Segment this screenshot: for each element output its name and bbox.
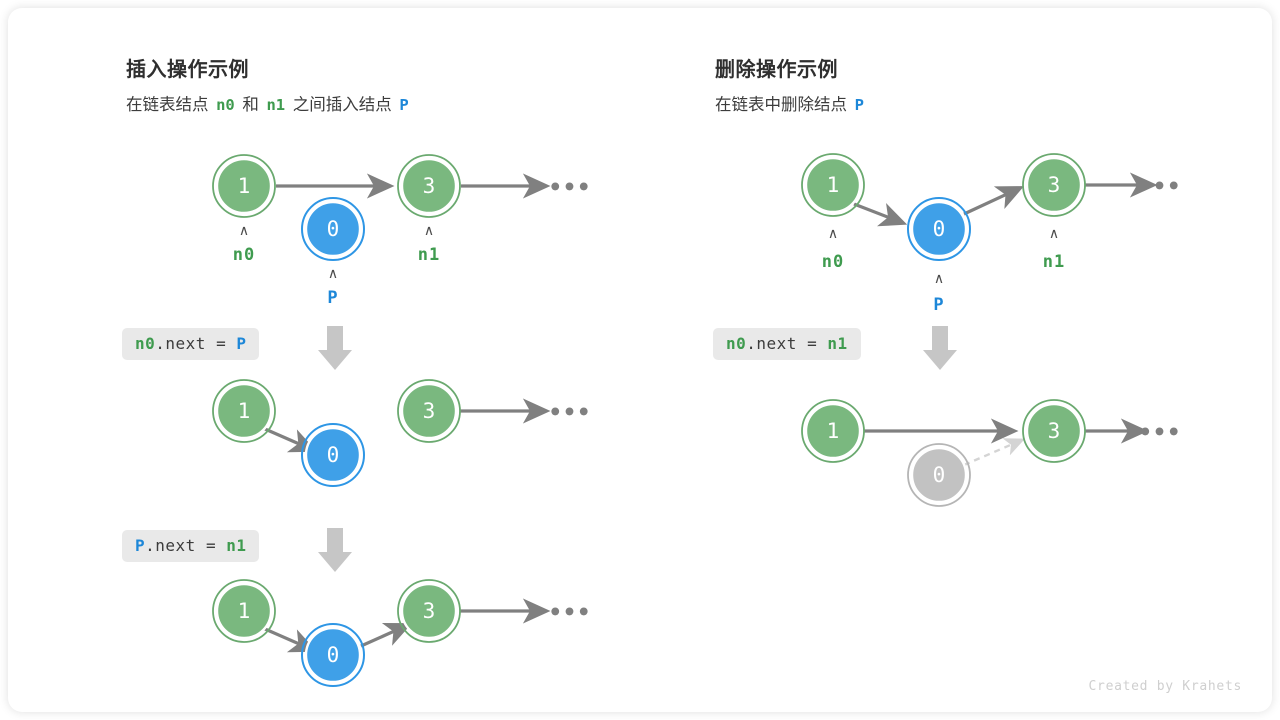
node-row2-deleted-value-0: 0	[907, 443, 971, 507]
subtitle-token-p: P	[854, 96, 864, 114]
node-value: 1	[827, 173, 840, 197]
node-row2-value-3: 3	[1022, 399, 1086, 463]
caret-n0: ∧	[828, 225, 838, 241]
pointer-label-n0: n0	[233, 245, 255, 265]
delete-panel-title: 删除操作示例	[715, 59, 838, 81]
code-token-n0: n0	[135, 334, 156, 353]
node-value: 0	[933, 217, 946, 241]
ellipsis-row-3: •••	[549, 601, 592, 626]
node-value: 1	[238, 399, 251, 423]
node-value: 0	[327, 217, 340, 241]
ellipsis-row-1: •••	[1139, 175, 1182, 200]
node-n1-value-3: 3	[397, 154, 461, 218]
node-value: 0	[933, 463, 946, 487]
edge-n0-to-p-row2	[264, 427, 318, 453]
pointer-label-n1: n1	[1043, 252, 1065, 272]
edge-n0-to-p	[853, 202, 908, 227]
code-token-n1: n1	[827, 334, 848, 353]
node-row3-value-0: 0	[301, 623, 365, 687]
pointer-label-n1: n1	[418, 245, 440, 265]
node-value: 3	[423, 174, 436, 198]
subtitle-text-2: 和	[242, 96, 259, 114]
delete-rows: 1 ∧ n0 0 ∧ P 3 ∧ n1 •••	[801, 153, 1182, 507]
code-token-p-2: P	[135, 536, 146, 555]
code-chip-n0-next-n1: n0.next = n1	[713, 328, 861, 360]
insert-row-initial: 1 ∧ n0 0 ∧ P 3 ∧ n1 •••	[212, 154, 592, 687]
insert-panel-subtitle: 在链表结点 n0 和 n1 之间插入结点 P	[126, 91, 412, 115]
caret-n0: ∧	[239, 222, 249, 238]
code-chip-p-next-n1: P.next = n1	[122, 530, 260, 562]
subtitle-token-n0: n0	[216, 96, 235, 114]
credit-text: Created by Krahets	[1088, 679, 1242, 694]
node-p-value-0: 0	[907, 197, 971, 261]
node-row3-value-3: 3	[397, 579, 461, 643]
code-token-assign-1: .next =	[155, 334, 237, 353]
code-token-assign: .next =	[746, 334, 828, 353]
ellipsis-row-2: •••	[1139, 421, 1182, 446]
node-value: 3	[423, 599, 436, 623]
step-down-arrow-1	[318, 326, 352, 370]
caret-n1: ∧	[1049, 225, 1059, 241]
node-value: 0	[327, 443, 340, 467]
node-value: 3	[1048, 173, 1061, 197]
caret-p: ∧	[328, 265, 338, 281]
subtitle-token-n1: n1	[266, 96, 286, 114]
code-chip-n0-next-p: n0.next = P	[122, 328, 260, 360]
code-token-assign-2: .next =	[145, 536, 227, 555]
node-n0-value-1: 1	[801, 153, 865, 217]
edge-deleted-node-dangling	[963, 438, 1026, 467]
subtitle-text-1: 在链表中删除结点	[715, 96, 847, 114]
step-down-arrow-2	[318, 528, 352, 572]
node-value: 3	[423, 399, 436, 423]
node-value: 1	[238, 174, 251, 198]
node-n1-value-3: 3	[1022, 153, 1086, 217]
edge-p-to-n1-row3	[360, 623, 413, 648]
edge-p-to-n1	[963, 186, 1025, 216]
node-row2-value-1: 1	[212, 379, 276, 443]
subtitle-text-3: 之间插入结点	[292, 96, 392, 114]
code-token-n1-2: n1	[226, 536, 247, 555]
delete-panel-subtitle: 在链表中删除结点 P	[715, 91, 867, 115]
step-down-arrow-1	[923, 326, 957, 370]
pointer-label-n0: n0	[822, 252, 844, 272]
caret-p: ∧	[934, 270, 944, 286]
subtitle-token-p: P	[399, 96, 409, 114]
node-value: 1	[238, 599, 251, 623]
node-value: 1	[827, 419, 840, 443]
node-row2-value-0: 0	[301, 423, 365, 487]
insert-panel-title: 插入操作示例	[126, 59, 249, 81]
subtitle-text-1: 在链表结点	[126, 96, 209, 114]
node-row3-value-1: 1	[212, 579, 276, 643]
code-token-p: P	[236, 334, 247, 353]
delete-operation-panel: 删除操作示例 在链表中删除结点 P n0.next = n1 1 ∧ n0	[608, 8, 1272, 712]
insert-operation-panel: 插入操作示例 在链表结点 n0 和 n1 之间插入结点 P n0.next = …	[8, 8, 608, 712]
pointer-label-p: P	[933, 295, 944, 315]
caret-n1: ∧	[424, 222, 434, 238]
code-token-n0: n0	[726, 334, 747, 353]
node-n0-value-1: 1	[212, 154, 276, 218]
diagram-card: 插入操作示例 在链表结点 n0 和 n1 之间插入结点 P n0.next = …	[8, 8, 1272, 712]
ellipsis-row-2: •••	[549, 401, 592, 426]
node-row2-value-1: 1	[801, 399, 865, 463]
edge-n0-to-p-row3	[264, 627, 318, 653]
pointer-label-p: P	[327, 288, 338, 308]
node-value: 0	[327, 643, 340, 667]
node-p-value-0: 0	[301, 197, 365, 261]
node-row2-value-3: 3	[397, 379, 461, 443]
node-value: 3	[1048, 419, 1061, 443]
ellipsis-row-1: •••	[549, 176, 592, 201]
